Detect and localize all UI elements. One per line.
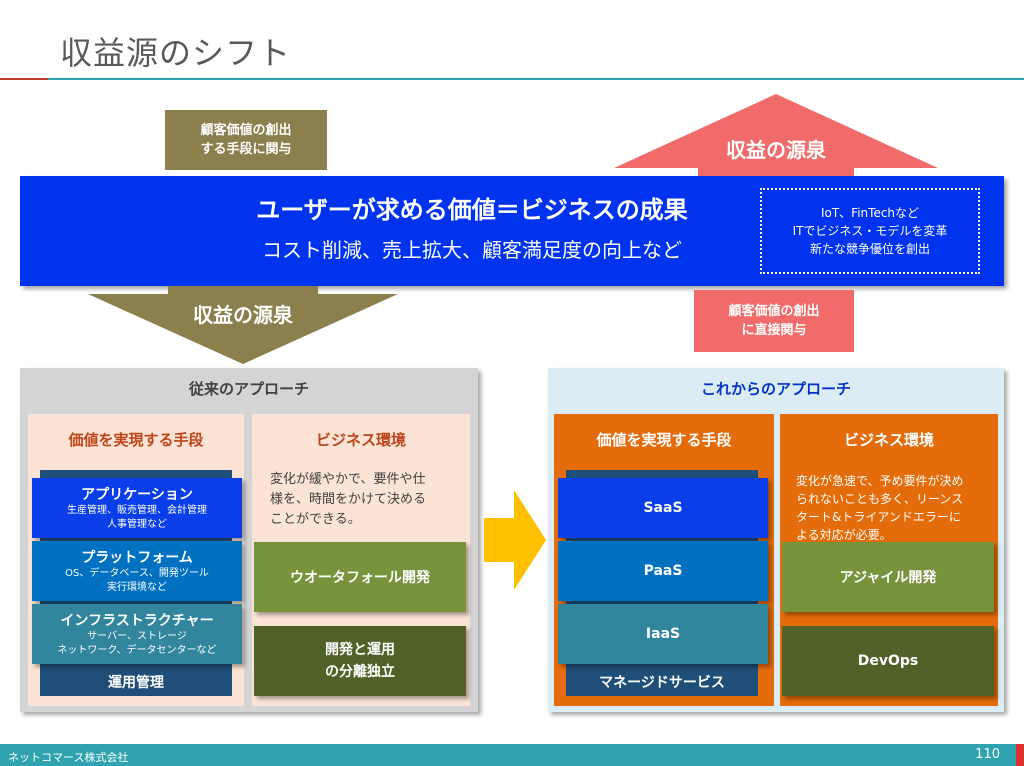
new-means-heading: 価値を実現する手段 — [596, 430, 732, 449]
footer-accent — [1016, 744, 1024, 766]
layer-infrastructure-title: インフラストラクチャー — [60, 613, 214, 629]
traditional-env-desc-line1: 変化が緩やかで、要件や仕 — [270, 472, 426, 487]
down-arrow-icon — [88, 286, 398, 364]
new-env-heading: ビジネス環境 — [843, 430, 934, 449]
banner-note-line3: 新たな競争優位を創出 — [809, 242, 930, 256]
layer-infrastructure-sub1: サーバー、ストレージ — [87, 631, 187, 642]
layer-infrastructure-sub2: ネットワーク、データセンターなど — [57, 645, 217, 656]
layer-platform: プラットフォーム OS、データベース、開発ツール 実行環境など — [32, 541, 242, 601]
layer-application-sub1: 生産管理、販売管理、会計管理 — [67, 505, 207, 516]
layer-platform-title: プラットフォーム — [81, 550, 193, 566]
layer-application-sub2: 人事管理など — [107, 519, 167, 530]
traditional-approach-title: 従来のアプローチ — [188, 379, 309, 398]
new-env-description: 変化が急速で、予め要件が決め られないことも多く、リーンス タート&トライアンド… — [796, 472, 996, 544]
down-arrow-label: 収益の源泉 — [193, 302, 293, 327]
dev-ops-separation-line1: 開発と運用 — [325, 642, 395, 658]
layer-platform-sub2: 実行環境など — [107, 582, 167, 593]
bottom-right-label-box: 顧客価値の創出 に直接関与 — [694, 290, 854, 352]
top-left-label-box: 顧客価値の創出 する手段に関与 — [165, 110, 327, 170]
traditional-env-heading: ビジネス環境 — [315, 430, 406, 449]
layer-iaas: IaaS — [558, 604, 768, 664]
bottom-right-label-line2: に直接関与 — [741, 323, 807, 338]
new-env-desc-line2: られないことも多く、リーンス — [796, 492, 964, 506]
page-number: 110 — [975, 747, 1000, 762]
traditional-env-desc-line3: ことができる。 — [270, 512, 361, 527]
layer-infrastructure: インフラストラクチャー サーバー、ストレージ ネットワーク、データセンターなど — [32, 604, 242, 664]
value-banner — [20, 176, 1004, 286]
new-env-desc-line4: よる対応が必要。 — [796, 528, 892, 542]
layer-operations: 運用管理 — [108, 675, 164, 691]
layer-managed-services: マネージドサービス — [599, 675, 725, 691]
layer-application-title: アプリケーション — [81, 487, 193, 503]
title-rule — [48, 78, 1024, 80]
banner-headline: ユーザーが求める価値＝ビジネスの成果 — [256, 196, 688, 224]
page-title: 収益源のシフト — [60, 34, 292, 72]
up-arrow-label: 収益の源泉 — [726, 137, 826, 162]
top-left-label-line1: 顧客価値の創出 — [200, 123, 292, 138]
layer-application: アプリケーション 生産管理、販売管理、会計管理 人事管理など — [32, 478, 242, 538]
banner-subtext: コスト削減、売上拡大、顧客満足度の向上など — [262, 238, 682, 262]
layer-saas: SaaS — [558, 478, 768, 538]
dev-ops-separation-line2: の分離独立 — [325, 664, 395, 680]
agile-box: アジャイル開発 — [782, 542, 994, 612]
footer-company: ネットコマース株式会社 — [8, 751, 129, 764]
banner-note-line2: ITでビジネス・モデルを変革 — [792, 224, 948, 238]
devops-box: DevOps — [782, 626, 994, 696]
new-env-desc-line1: 変化が急速で、予め要件が決め — [796, 474, 964, 488]
banner-note-line1: IoT、FinTechなど — [820, 206, 920, 220]
right-arrow-icon — [484, 490, 546, 590]
banner-note: IoT、FinTechなど ITでビジネス・モデルを変革 新たな競争優位を創出 — [760, 188, 980, 274]
dev-ops-separation-box: 開発と運用 の分離独立 — [254, 626, 466, 696]
traditional-means-heading: 価値を実現する手段 — [68, 430, 204, 449]
title-rule-accent — [0, 78, 48, 80]
new-approach-title: これからのアプローチ — [700, 379, 851, 398]
layer-platform-sub1: OS、データベース、開発ツール — [65, 568, 209, 579]
waterfall-box: ウオータフォール開発 — [254, 542, 466, 612]
bottom-right-label-line1: 顧客価値の創出 — [728, 304, 820, 319]
traditional-env-description: 変化が緩やかで、要件や仕 様を、時間をかけて決める ことができる。 — [270, 470, 466, 530]
new-env-desc-line3: タート&トライアンドエラーに — [796, 510, 961, 524]
up-arrow-icon — [614, 94, 938, 178]
layer-paas: PaaS — [558, 541, 768, 601]
top-left-label-line2: する手段に関与 — [200, 142, 292, 157]
footer-bar — [0, 744, 1016, 766]
traditional-env-desc-line2: 様を、時間をかけて決める — [270, 492, 427, 507]
